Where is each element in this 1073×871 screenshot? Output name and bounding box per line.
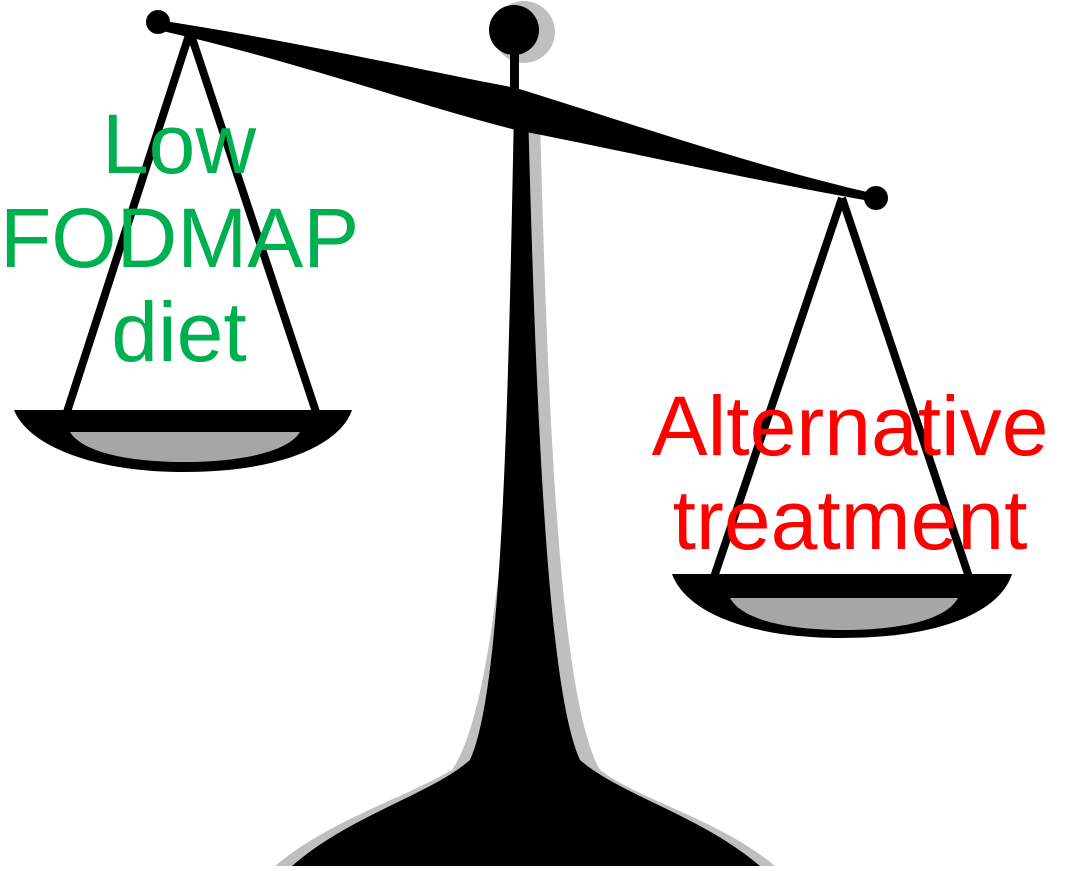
scale-column xyxy=(292,108,760,866)
left-pan-label-line: FODMAP xyxy=(0,191,360,285)
scale-knob-stem xyxy=(510,52,519,112)
right-pan-string xyxy=(838,196,974,582)
right-pan-label-line: Alternative xyxy=(651,379,1049,473)
right-pan-inner xyxy=(730,598,958,630)
scale-beam xyxy=(158,20,876,202)
right-pan-label: Alternative treatment xyxy=(625,379,1073,567)
left-pan-label-line: diet xyxy=(111,285,247,379)
right-pan-label-line: treatment xyxy=(672,473,1028,567)
beam-right-end xyxy=(864,186,888,210)
left-pan-string xyxy=(186,30,322,420)
left-pan-label-line: Low xyxy=(101,97,257,191)
left-pan-string xyxy=(61,30,194,420)
right-pan-string xyxy=(709,196,846,582)
scale-knob xyxy=(489,5,539,55)
left-pan-inner xyxy=(70,432,300,462)
left-pan-label: Low FODMAP diet xyxy=(0,97,360,379)
beam-left-end xyxy=(146,10,170,34)
